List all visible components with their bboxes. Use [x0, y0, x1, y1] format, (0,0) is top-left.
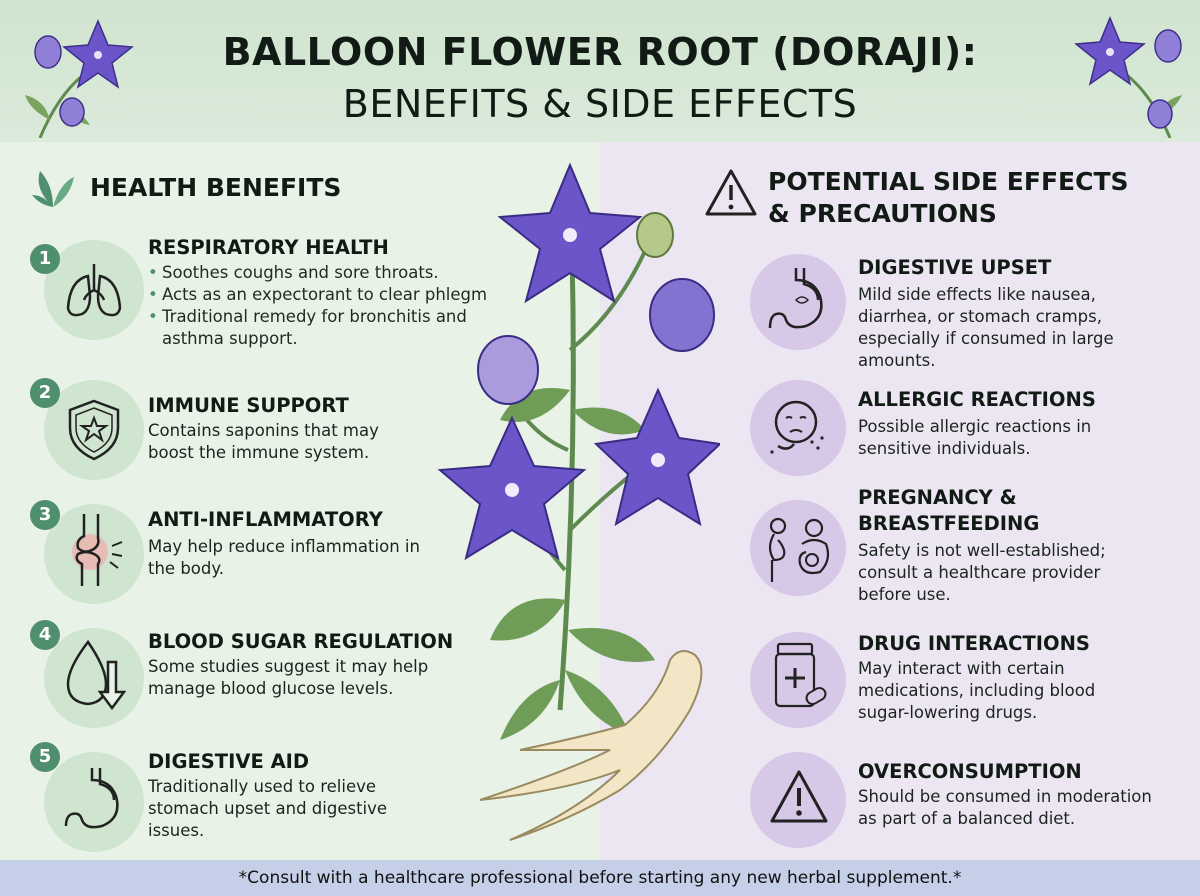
list-item: Acts as an expectorant to clear phlegm	[148, 284, 538, 306]
balloon-flower-decoration-icon	[25, 19, 134, 138]
side-effect-icon-circle	[750, 632, 846, 728]
pill-bottle-icon	[774, 642, 827, 708]
header-banner: BALLOON FLOWER ROOT (DORAJI): BENEFITS &…	[0, 0, 1200, 142]
benefit-number: 4	[30, 620, 60, 650]
stomach-icon	[768, 268, 823, 329]
benefit-title: ANTI-INFLAMMATORY	[148, 508, 383, 531]
benefit-number: 5	[30, 742, 60, 772]
balloon-flower-decoration-icon	[1074, 16, 1182, 138]
side-effect-title: DRUG INTERACTIONS	[858, 632, 1090, 655]
benefit-number: 2	[30, 378, 60, 408]
benefit-title: RESPIRATORY HEALTH	[148, 236, 389, 259]
benefit-title: DIGESTIVE AID	[148, 750, 310, 773]
benefit-title: IMMUNE SUPPORT	[148, 394, 349, 417]
benefit-icon-circle	[44, 628, 144, 728]
side-effect-description: Possible allergic reactions in sensitive…	[858, 417, 1092, 458]
benefit-icon-circle	[44, 752, 144, 852]
benefit-description: Some studies suggest it may help manage …	[148, 657, 429, 698]
pregnancy-icon	[768, 517, 830, 582]
lungs-icon	[66, 264, 122, 317]
leaf-icon	[32, 171, 74, 207]
benefit-description: Traditionally used to relieve stomach up…	[148, 777, 388, 840]
side-effect-description: Safety is not well-established; consult …	[858, 541, 1106, 604]
joint-icon	[72, 514, 123, 586]
side-effect-title: OVERCONSUMPTION	[858, 760, 1082, 783]
benefit-number: 3	[30, 500, 60, 530]
side-effect-icon-circle	[750, 500, 846, 596]
list-item: Traditional remedy for bronchitis and as…	[148, 306, 482, 350]
drop-arrow-icon	[66, 639, 126, 711]
sneezing-face-icon	[770, 400, 824, 454]
balloon-flower-plant-icon	[437, 162, 720, 841]
benefit-bullet-list: Soothes coughs and sore throats. Acts as…	[148, 262, 538, 350]
side-effect-description: Should be consumed in moderation as part…	[858, 787, 1152, 828]
side-effect-title: DIGESTIVE UPSET	[858, 256, 1052, 279]
side-effect-title: ALLERGIC REACTIONS	[858, 388, 1096, 411]
side-effect-title-line2: BREASTFEEDING	[858, 512, 1040, 535]
side-effects-heading: POTENTIAL SIDE EFFECTS	[768, 167, 1129, 196]
benefit-icon-circle	[44, 380, 144, 480]
list-item: Soothes coughs and sore throats.	[148, 262, 538, 284]
shield-star-icon	[68, 399, 120, 461]
side-effect-title: PREGNANCY &	[858, 486, 1017, 509]
warning-icon	[770, 770, 828, 823]
page-subtitle: BENEFITS & SIDE EFFECTS	[342, 82, 858, 126]
benefits-heading: HEALTH BENEFITS	[90, 173, 342, 202]
warning-icon	[705, 169, 757, 216]
side-effects-heading-line2: & PRECAUTIONS	[768, 199, 997, 228]
benefit-description: Contains saponins that may boost the imm…	[148, 421, 379, 462]
benefit-title: BLOOD SUGAR REGULATION	[148, 630, 454, 653]
disclaimer-footer: *Consult with a healthcare professional …	[0, 860, 1200, 896]
side-effects-panel	[600, 142, 1200, 860]
side-effect-icon-circle	[750, 380, 846, 476]
side-effect-description: May interact with certain medications, i…	[858, 659, 1096, 722]
benefit-description: May help reduce inflammation in the body…	[148, 537, 420, 578]
page-title: BALLOON FLOWER ROOT (DORAJI):	[222, 30, 978, 74]
stomach-icon	[64, 768, 119, 829]
benefit-number: 1	[30, 244, 60, 274]
side-effect-description: Mild side effects like nausea, diarrhea,…	[858, 285, 1114, 370]
